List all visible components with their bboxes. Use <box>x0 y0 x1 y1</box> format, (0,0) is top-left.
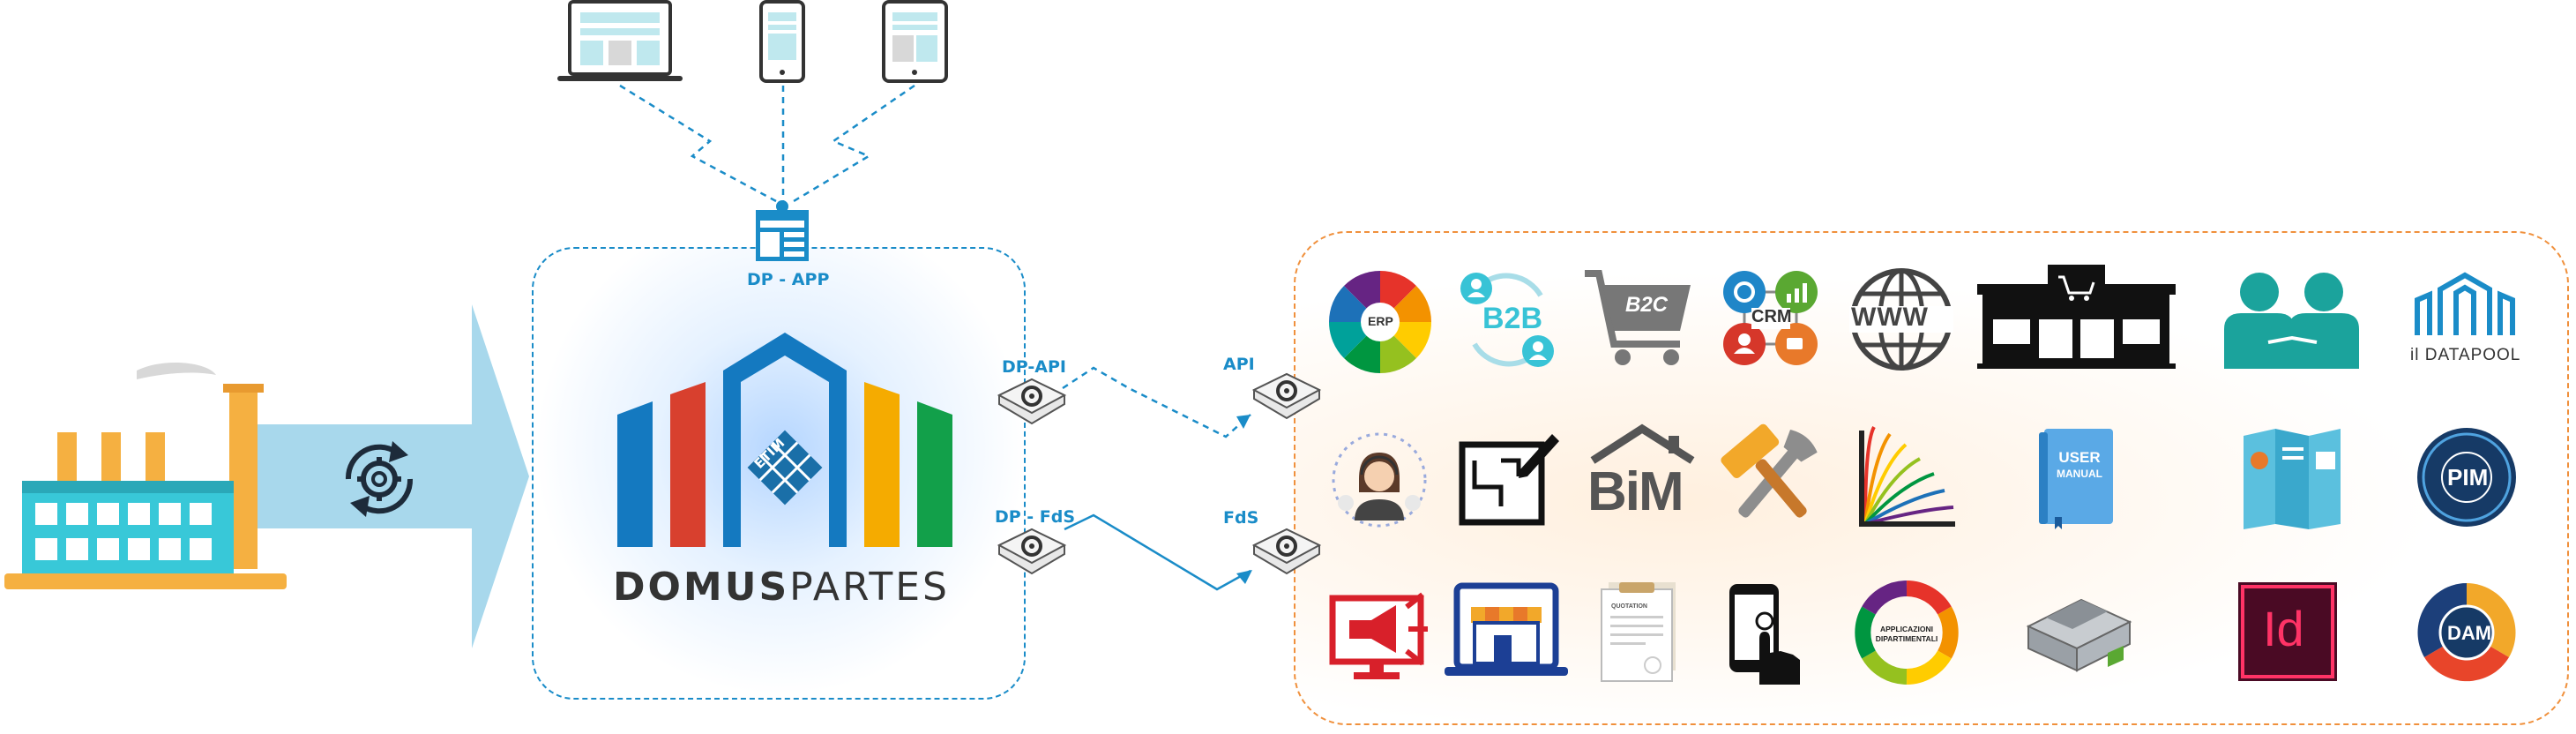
destinations-panel <box>1294 231 2569 725</box>
www-label: WWW <box>1851 303 1929 332</box>
tools-icon <box>1721 423 1818 518</box>
datapool-icon <box>2415 272 2515 335</box>
store-icon <box>1977 265 2176 369</box>
www-icon <box>1849 268 1953 371</box>
erp-label: ERP <box>1368 314 1393 328</box>
tablet-icon <box>882 0 948 83</box>
crm-icon <box>1723 271 1818 365</box>
floor-plan-icon <box>1459 434 1559 526</box>
departmental-apps-icon <box>1855 580 1959 685</box>
flow-arrow <box>251 304 529 648</box>
b2c-label: B2C <box>1625 293 1669 317</box>
b2b-label: B2B <box>1482 302 1543 335</box>
crm-label: CRM <box>1751 307 1792 326</box>
fds-label: FdS <box>1223 508 1259 528</box>
user-manual-line2: MANUAL <box>2057 468 2102 480</box>
b2b-icon <box>1460 273 1554 367</box>
dp-api-node <box>997 378 1067 425</box>
factory-icon <box>4 362 287 589</box>
building-model-icon <box>2026 598 2132 672</box>
quotation-icon <box>1601 582 1676 682</box>
brochure-icon <box>2244 429 2341 529</box>
brand-wordmark: DOMUSPARTES <box>613 565 957 610</box>
brand-wordmark-bold: DOMUS <box>613 565 790 610</box>
user-manual-label: USER MANUAL <box>2048 450 2111 482</box>
dp-app-label: DP - APP <box>747 270 830 289</box>
touch-phone-icon <box>1729 584 1800 685</box>
domuspartes-logo <box>617 333 952 547</box>
bim-house-icon <box>1590 423 1695 464</box>
indesign-label: Id <box>2263 601 2304 656</box>
pim-label: PIM <box>2447 464 2489 491</box>
datapool-label: il DATAPOOL <box>2410 346 2521 364</box>
smartphone-icon <box>759 0 805 83</box>
departmental-apps-line1: APPLICAZIONI <box>1880 625 1933 633</box>
eshop-icon <box>1445 582 1568 676</box>
quotation-label: QUOTATION <box>1611 603 1647 610</box>
dam-label: DAM <box>2447 622 2492 644</box>
brand-wordmark-light: PARTES <box>789 565 950 610</box>
indesign-icon <box>2238 582 2337 681</box>
dp-api-label: DP-API <box>1002 357 1066 377</box>
dp-fds-node <box>997 528 1067 575</box>
dp-app-icon <box>756 200 809 261</box>
laptop-icon <box>557 0 683 81</box>
support-operator-icon <box>1332 432 1427 528</box>
dp-fds-label: DP - FdS <box>995 507 1076 527</box>
dam-icon <box>2417 583 2516 682</box>
bim-label: BiM <box>1587 461 1684 522</box>
business-partners-icon <box>2224 273 2359 369</box>
erp-icon <box>1329 271 1431 373</box>
fds-node <box>1251 528 1322 575</box>
departmental-apps-line2: DIPARTIMENTALI <box>1875 634 1938 643</box>
gear-sync-icon <box>345 441 414 517</box>
pim-icon <box>2417 428 2516 527</box>
color-fan-icon <box>1859 426 1955 527</box>
user-manual-line1: USER <box>2058 449 2101 466</box>
api-node <box>1251 372 1322 420</box>
api-label: API <box>1223 355 1255 374</box>
departmental-apps-label: APPLICAZIONI DIPARTIMENTALI <box>1867 625 1946 644</box>
marketing-megaphone-icon <box>1329 592 1428 679</box>
user-manual-icon <box>2039 429 2113 529</box>
b2c-icon <box>1585 270 1691 365</box>
